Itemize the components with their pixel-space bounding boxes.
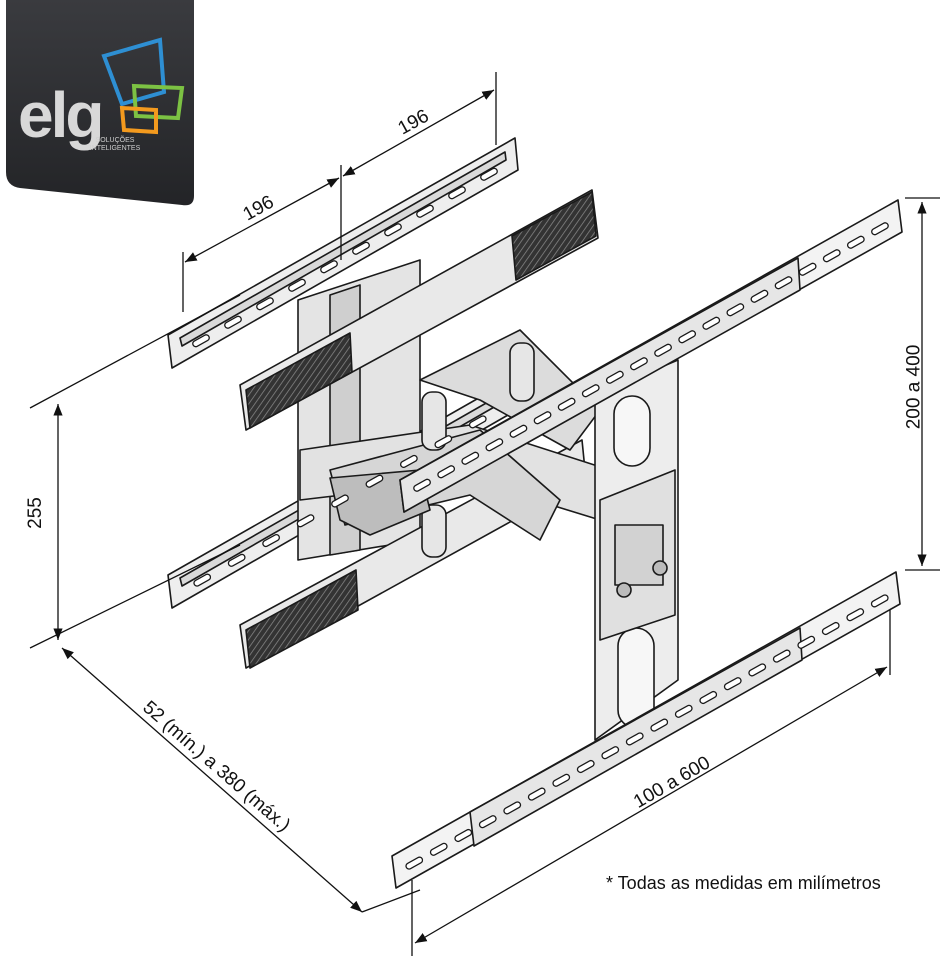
dim-line-196-right xyxy=(342,89,495,177)
wall-upper-rail-slot xyxy=(288,278,306,292)
tv-lower-rail-slot xyxy=(821,621,840,636)
tv-upper-rail-slot xyxy=(678,330,697,344)
tv-upper-rail-slot xyxy=(822,249,841,263)
dim-line-hrange xyxy=(414,666,888,944)
wall-lower-rail-slot xyxy=(262,533,281,548)
tv-lower-rail-slot xyxy=(846,608,865,622)
dim-line-196-left xyxy=(184,177,340,263)
wall-lower-rail-slot xyxy=(296,514,315,528)
wall-upper-rail-slot xyxy=(384,223,402,237)
upper-cover xyxy=(239,189,599,431)
wall-upper-rail-slot xyxy=(352,241,370,255)
tv-upper-rail-slot xyxy=(750,289,769,303)
wall-lower-rail-slot xyxy=(468,415,487,429)
dim-label-255: 255 xyxy=(24,497,46,529)
tv-upper-rail-slot xyxy=(485,438,504,452)
tv-lower-rail-slot xyxy=(772,649,791,663)
tv-upper-rail-slot xyxy=(605,370,624,384)
wall-upper-rail-slot xyxy=(416,204,434,218)
tv-upper-rail-slot xyxy=(846,235,865,249)
ext-line-255-top xyxy=(29,294,241,409)
wall-lower-rail-slot xyxy=(399,454,418,469)
tv-upper-rail-slot xyxy=(726,303,745,317)
logo-tagline: SOLUÇÕES INTELIGENTES xyxy=(89,137,141,152)
wall-upper-rail-slot xyxy=(320,260,338,274)
tv-upper-rail-slot xyxy=(798,262,817,276)
tv-upper-rail xyxy=(399,199,903,513)
tv-vertical-spine xyxy=(594,359,679,741)
tv-upper-rail-slot xyxy=(437,465,456,479)
wall-lower-rail-slot xyxy=(227,553,246,567)
tv-upper-rail-slot xyxy=(654,343,672,357)
footnote: * Todas as medidas em milímetros xyxy=(606,873,881,893)
wall-upper-rail-slot xyxy=(448,186,466,200)
tv-lower-rail-slot xyxy=(797,635,816,649)
dim-label-vertical-range: 200 a 400 xyxy=(903,344,925,430)
wall-upper-rail-slot xyxy=(256,297,274,311)
tv-upper-rail-slot xyxy=(630,357,648,371)
ext-line-depth-end xyxy=(361,889,421,913)
tv-upper-rail-slot xyxy=(413,478,431,492)
tv-upper-rail-slot xyxy=(702,316,721,330)
tv-upper-rail-slot xyxy=(557,397,576,411)
ext-line-255-bottom xyxy=(29,544,241,649)
wall-lower-rail-slot xyxy=(331,494,349,508)
dim-line-depth xyxy=(61,647,363,913)
tv-upper-rail-slot xyxy=(871,222,889,236)
elg-logo xyxy=(6,0,194,206)
wall-lower-rail-slot xyxy=(193,573,212,587)
logo-wordmark: elg xyxy=(18,79,104,151)
tv-upper-rail-slot xyxy=(533,411,552,425)
wall-lower-rail-slot xyxy=(365,474,384,488)
wall-plate-upper-rail xyxy=(167,137,519,369)
wall-lower-rail-slot xyxy=(434,435,453,449)
wall-upper-rail-slot xyxy=(192,334,210,348)
tv-upper-rail-slot xyxy=(461,451,480,465)
tv-upper-rail-slot xyxy=(774,276,793,290)
wall-upper-rail-slot xyxy=(224,315,242,329)
tv-upper-rail-slot xyxy=(509,424,528,438)
tv-lower-rail-slot xyxy=(870,594,889,608)
tv-upper-rail-slot xyxy=(581,384,600,398)
